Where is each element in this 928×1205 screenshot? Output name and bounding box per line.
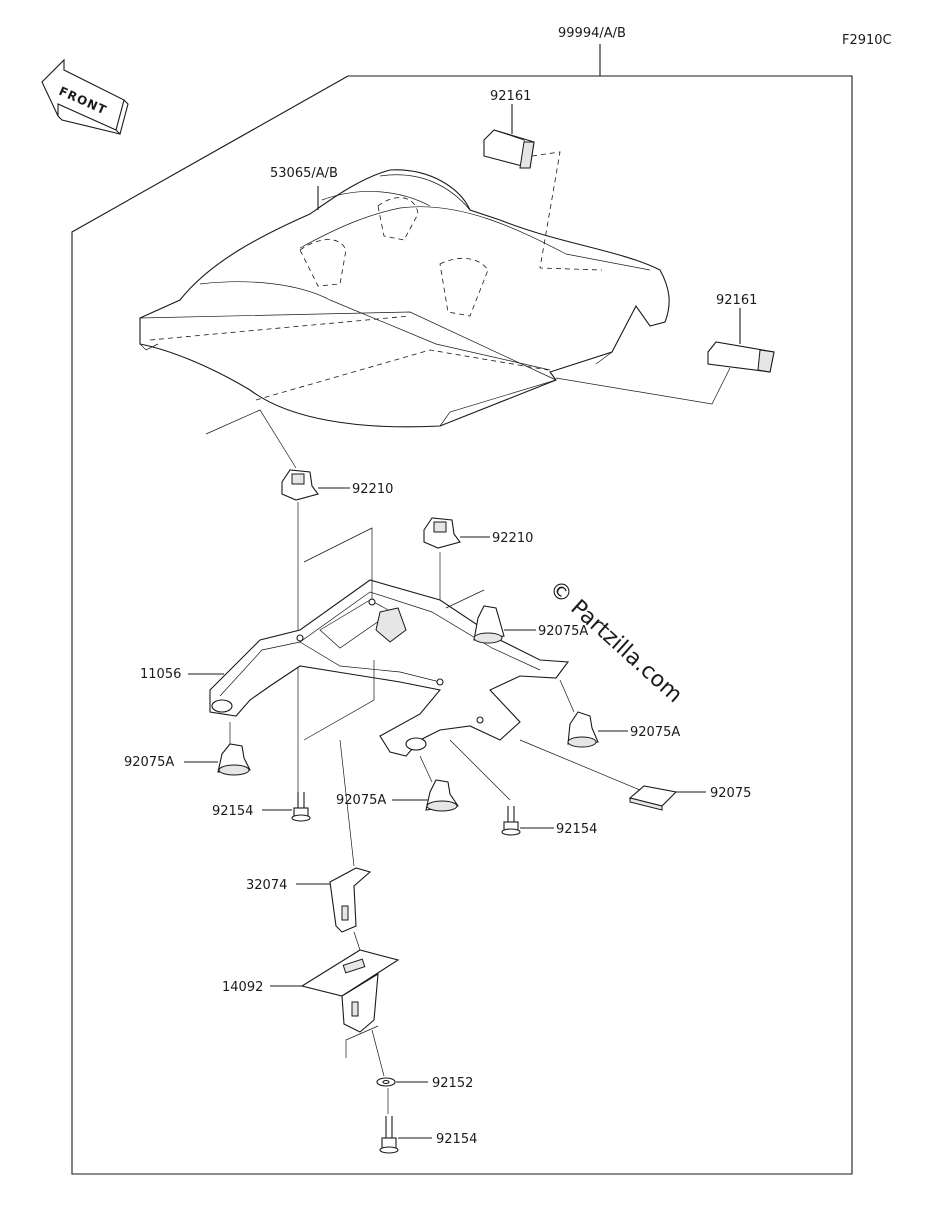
assembly-boundary [71,75,853,1175]
callout-14092: 14092 [222,980,263,995]
damper-92075A-3: 92075A [124,722,251,776]
callout-11056: 11056 [140,667,181,682]
callout-32074: 32074 [246,878,287,893]
callout-92075A-4: 92075A [336,793,386,808]
callout-92075A-3: 92075A [124,755,174,770]
clip-92210-left: 92210 [205,409,393,800]
callout-92154-left: 92154 [212,804,253,819]
bolt-92154-left: 92154 [212,792,311,822]
washer-92152: 92152 [376,1076,473,1114]
bolt-92154-right: 92154 [449,739,597,837]
bracket-11056: 11056 [140,527,570,757]
bracket-32074: 32074 [246,739,372,933]
assembly-label: 99994/A/B [558,26,626,41]
damper-92075A-1: 92075A [445,589,588,644]
callout-92161-right: 92161 [716,293,757,308]
bracket-14092: 14092 [222,931,400,1077]
callout-92161-upper: 92161 [490,89,531,104]
pad-92161-upper: 92161 [483,89,603,271]
callout-53065: 53065/A/B [270,166,338,181]
pad-92161-right: 92161 [555,293,775,405]
callout-92075A-2: 92075A [630,725,680,740]
callout-92154-right: 92154 [556,822,597,837]
callout-92152: 92152 [432,1076,473,1091]
damper-92075A-2: 92075A [559,679,680,748]
callout-92075A-1: 92075A [538,624,588,639]
callout-92154-bottom: 92154 [436,1132,477,1147]
bolt-92154-bottom: 92154 [379,1116,477,1154]
callout-92210-left: 92210 [352,482,393,497]
front-arrow-icon: FRONT [41,58,129,136]
clip-92210-right: 92210 [423,517,533,680]
callout-92210-right: 92210 [492,531,533,546]
pad-92075: 92075 [519,739,751,811]
diagram-code: F2910C [842,33,892,48]
callout-92075: 92075 [710,786,751,801]
damper-92075A-4: 92075A [336,755,459,812]
watermark: © Partzilla.com [544,576,687,708]
seat-cowl-53065: 53065/A/B [139,166,670,428]
